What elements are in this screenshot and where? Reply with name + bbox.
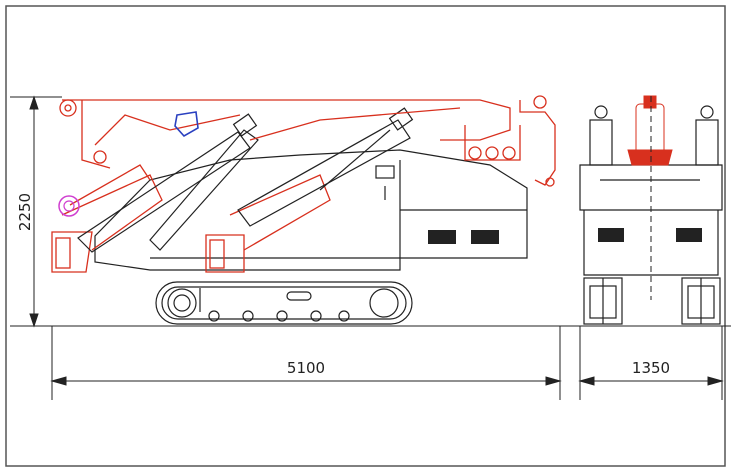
drawing-frame (5, 5, 726, 467)
vent-grille (471, 230, 499, 244)
width-label: 1350 (632, 359, 670, 377)
side-view (10, 95, 562, 400)
outrigger-rear (205, 174, 331, 273)
vent-grille (598, 228, 624, 242)
machine-body (94, 149, 528, 271)
front-tracks (583, 277, 721, 325)
length-label: 5100 (287, 359, 325, 377)
boom-cylinders (77, 107, 414, 253)
length-dimension (50, 326, 562, 400)
height-dimension (10, 95, 62, 328)
vent-grille (676, 228, 702, 242)
pivot-joint (58, 195, 80, 217)
front-boom-head (627, 95, 673, 166)
outrigger-front (51, 164, 163, 273)
front-body (579, 105, 723, 276)
front-view (578, 95, 724, 400)
vent-grille (428, 230, 456, 244)
height-label: 2250 (16, 193, 34, 231)
crawler-track (155, 281, 413, 325)
boom-arm (59, 95, 556, 187)
hook-block (174, 111, 199, 138)
width-dimension (578, 326, 724, 400)
